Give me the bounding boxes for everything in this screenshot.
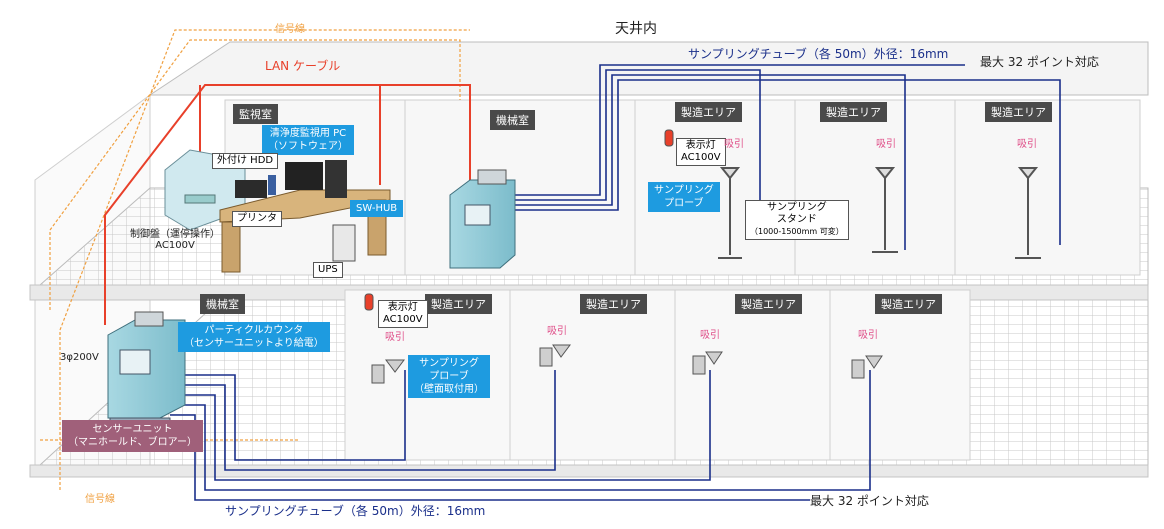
building-structure xyxy=(29,41,1149,478)
indicator-lamps xyxy=(364,129,674,311)
room-production-l3: 製造エリア xyxy=(735,294,802,314)
tube-label-top: サンプリングチューブ（各 50m）外径：16mm xyxy=(688,47,949,61)
room-production-u2: 製造エリア xyxy=(820,102,887,122)
upper-particle-counter xyxy=(449,169,516,269)
suction-l2: 吸引 xyxy=(547,326,567,337)
suction-l3: 吸引 xyxy=(700,330,720,341)
room-production-l2: 製造エリア xyxy=(580,294,647,314)
counter-label: パーティクルカウンタ（センサーユニットより給電） xyxy=(178,322,330,352)
swhub-label: SW-HUB xyxy=(350,200,404,217)
control-panel-label: 制御盤（運停操作）AC100V xyxy=(130,229,220,251)
power-label: 3φ200V xyxy=(60,352,99,363)
signal-line-label-top: 信号線 xyxy=(275,24,305,35)
room-monitor: 監視室 xyxy=(233,104,278,124)
stand-label: サンプリングスタンド（1000-1500mm 可変） xyxy=(745,200,849,240)
sampling-tubes xyxy=(170,64,1061,501)
suction-l4: 吸引 xyxy=(858,330,878,341)
pc-label: 清浄度監視用 PC（ソフトウェア） xyxy=(262,125,354,155)
hdd-label: 外付け HDD xyxy=(212,153,279,169)
lan-cable xyxy=(104,84,471,325)
suction-l1: 吸引 xyxy=(385,332,405,343)
suction-u1: 吸引 xyxy=(724,139,744,150)
lan-cable-label: LAN ケーブル xyxy=(265,59,341,73)
tube-label-bottom: サンプリングチューブ（各 50m）外径：16mm xyxy=(225,504,486,518)
signal-line-label-bottom: 信号線 xyxy=(85,494,115,505)
room-machine-upper: 機械室 xyxy=(490,110,535,130)
suction-u2: 吸引 xyxy=(876,139,896,150)
probe-label-upper: サンプリングプローブ xyxy=(648,182,720,212)
ups-label: UPS xyxy=(313,262,343,278)
sampling-stands xyxy=(718,167,1041,259)
room-production-u1: 製造エリア xyxy=(675,102,742,122)
max-points-top: 最大 32 ポイント対応 xyxy=(980,55,1099,69)
printer-label: プリンタ xyxy=(232,211,282,227)
room-production-l4: 製造エリア xyxy=(875,294,942,314)
ceiling-label: 天井内 xyxy=(615,21,657,37)
room-production-l1: 製造エリア xyxy=(425,294,492,314)
room-production-u3: 製造エリア xyxy=(985,102,1052,122)
probe-label-lower: サンプリングプローブ（壁面取付用） xyxy=(408,355,490,398)
max-points-bottom: 最大 32 ポイント対応 xyxy=(810,494,929,508)
wall-probes xyxy=(371,344,883,384)
lower-particle-counter xyxy=(107,311,186,419)
suction-u3: 吸引 xyxy=(1017,139,1037,150)
room-machine-lower: 機械室 xyxy=(200,294,245,314)
sensor-unit-label: センサーユニット（マニホールド、ブロアー） xyxy=(62,420,203,452)
